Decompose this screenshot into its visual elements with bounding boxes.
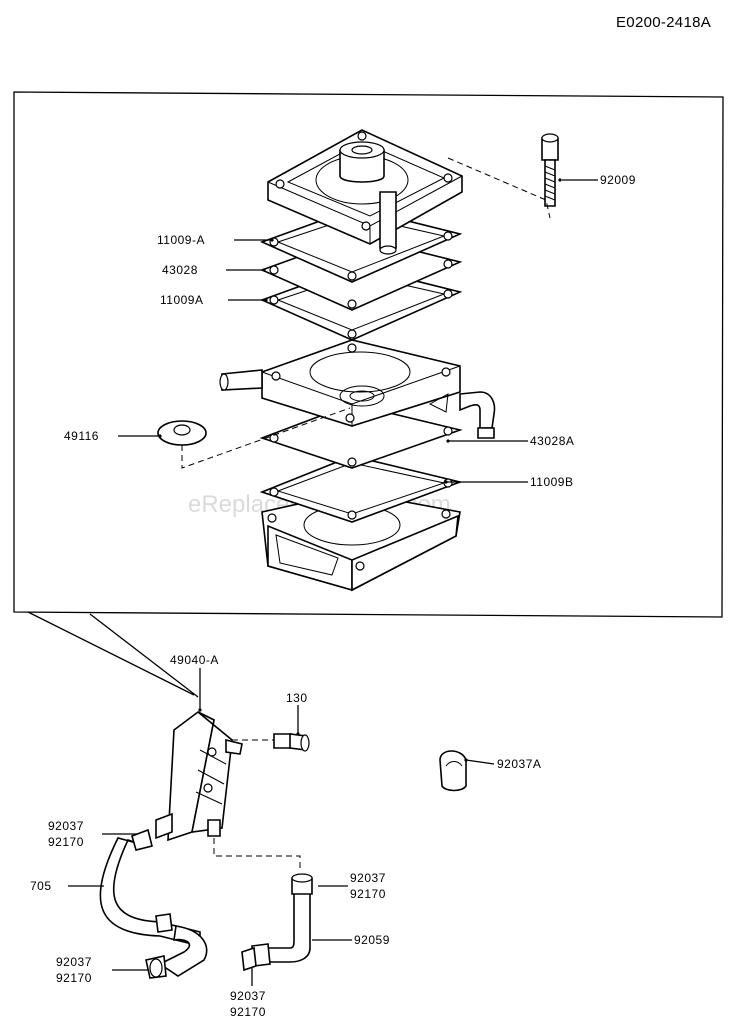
callout-43028A: 43028A	[530, 434, 574, 448]
callout-49040-A: 49040-A	[170, 653, 219, 667]
leader-lines	[68, 178, 598, 986]
valve-49116	[157, 407, 351, 469]
callout-92059: 92059	[354, 933, 390, 947]
callout-92037-bottom: 92037	[230, 989, 266, 1003]
callout-11009A: 11009A	[160, 293, 203, 307]
screw-130	[273, 733, 310, 752]
callout-92037-right: 92037	[350, 871, 386, 885]
callout-92170-bottom: 92170	[230, 1005, 266, 1019]
hose-92059	[241, 873, 313, 972]
callout-92037A: 92037A	[497, 757, 541, 771]
callout-92037-left: 92037	[48, 819, 84, 833]
detail-frame	[13, 91, 724, 698]
callout-43028: 43028	[162, 263, 198, 277]
gasket-11009-A	[259, 207, 463, 283]
drawing-code: E0200-2418A	[616, 14, 711, 31]
hose-705	[99, 828, 208, 979]
callout-130: 130	[286, 691, 308, 705]
pump-assembly-49040-A	[155, 711, 301, 872]
callout-92009: 92009	[600, 173, 636, 187]
pump-body-bottom	[261, 491, 461, 592]
callout-92170-right: 92170	[350, 887, 386, 901]
callout-92170-left: 92170	[48, 835, 84, 849]
pump-cover-top	[267, 129, 463, 255]
callout-11009B: 11009B	[530, 475, 573, 489]
clamp-92037A	[439, 750, 467, 792]
callout-705: 705	[30, 879, 52, 893]
callout-11009-A: 11009-A	[157, 233, 205, 247]
bolt-92009	[447, 133, 559, 219]
pump-body-middle	[219, 339, 496, 439]
callout-49116: 49116	[64, 429, 99, 443]
callout-92037-bottom-left: 92037	[56, 955, 92, 969]
callout-92170-bottom-left: 92170	[56, 971, 92, 985]
